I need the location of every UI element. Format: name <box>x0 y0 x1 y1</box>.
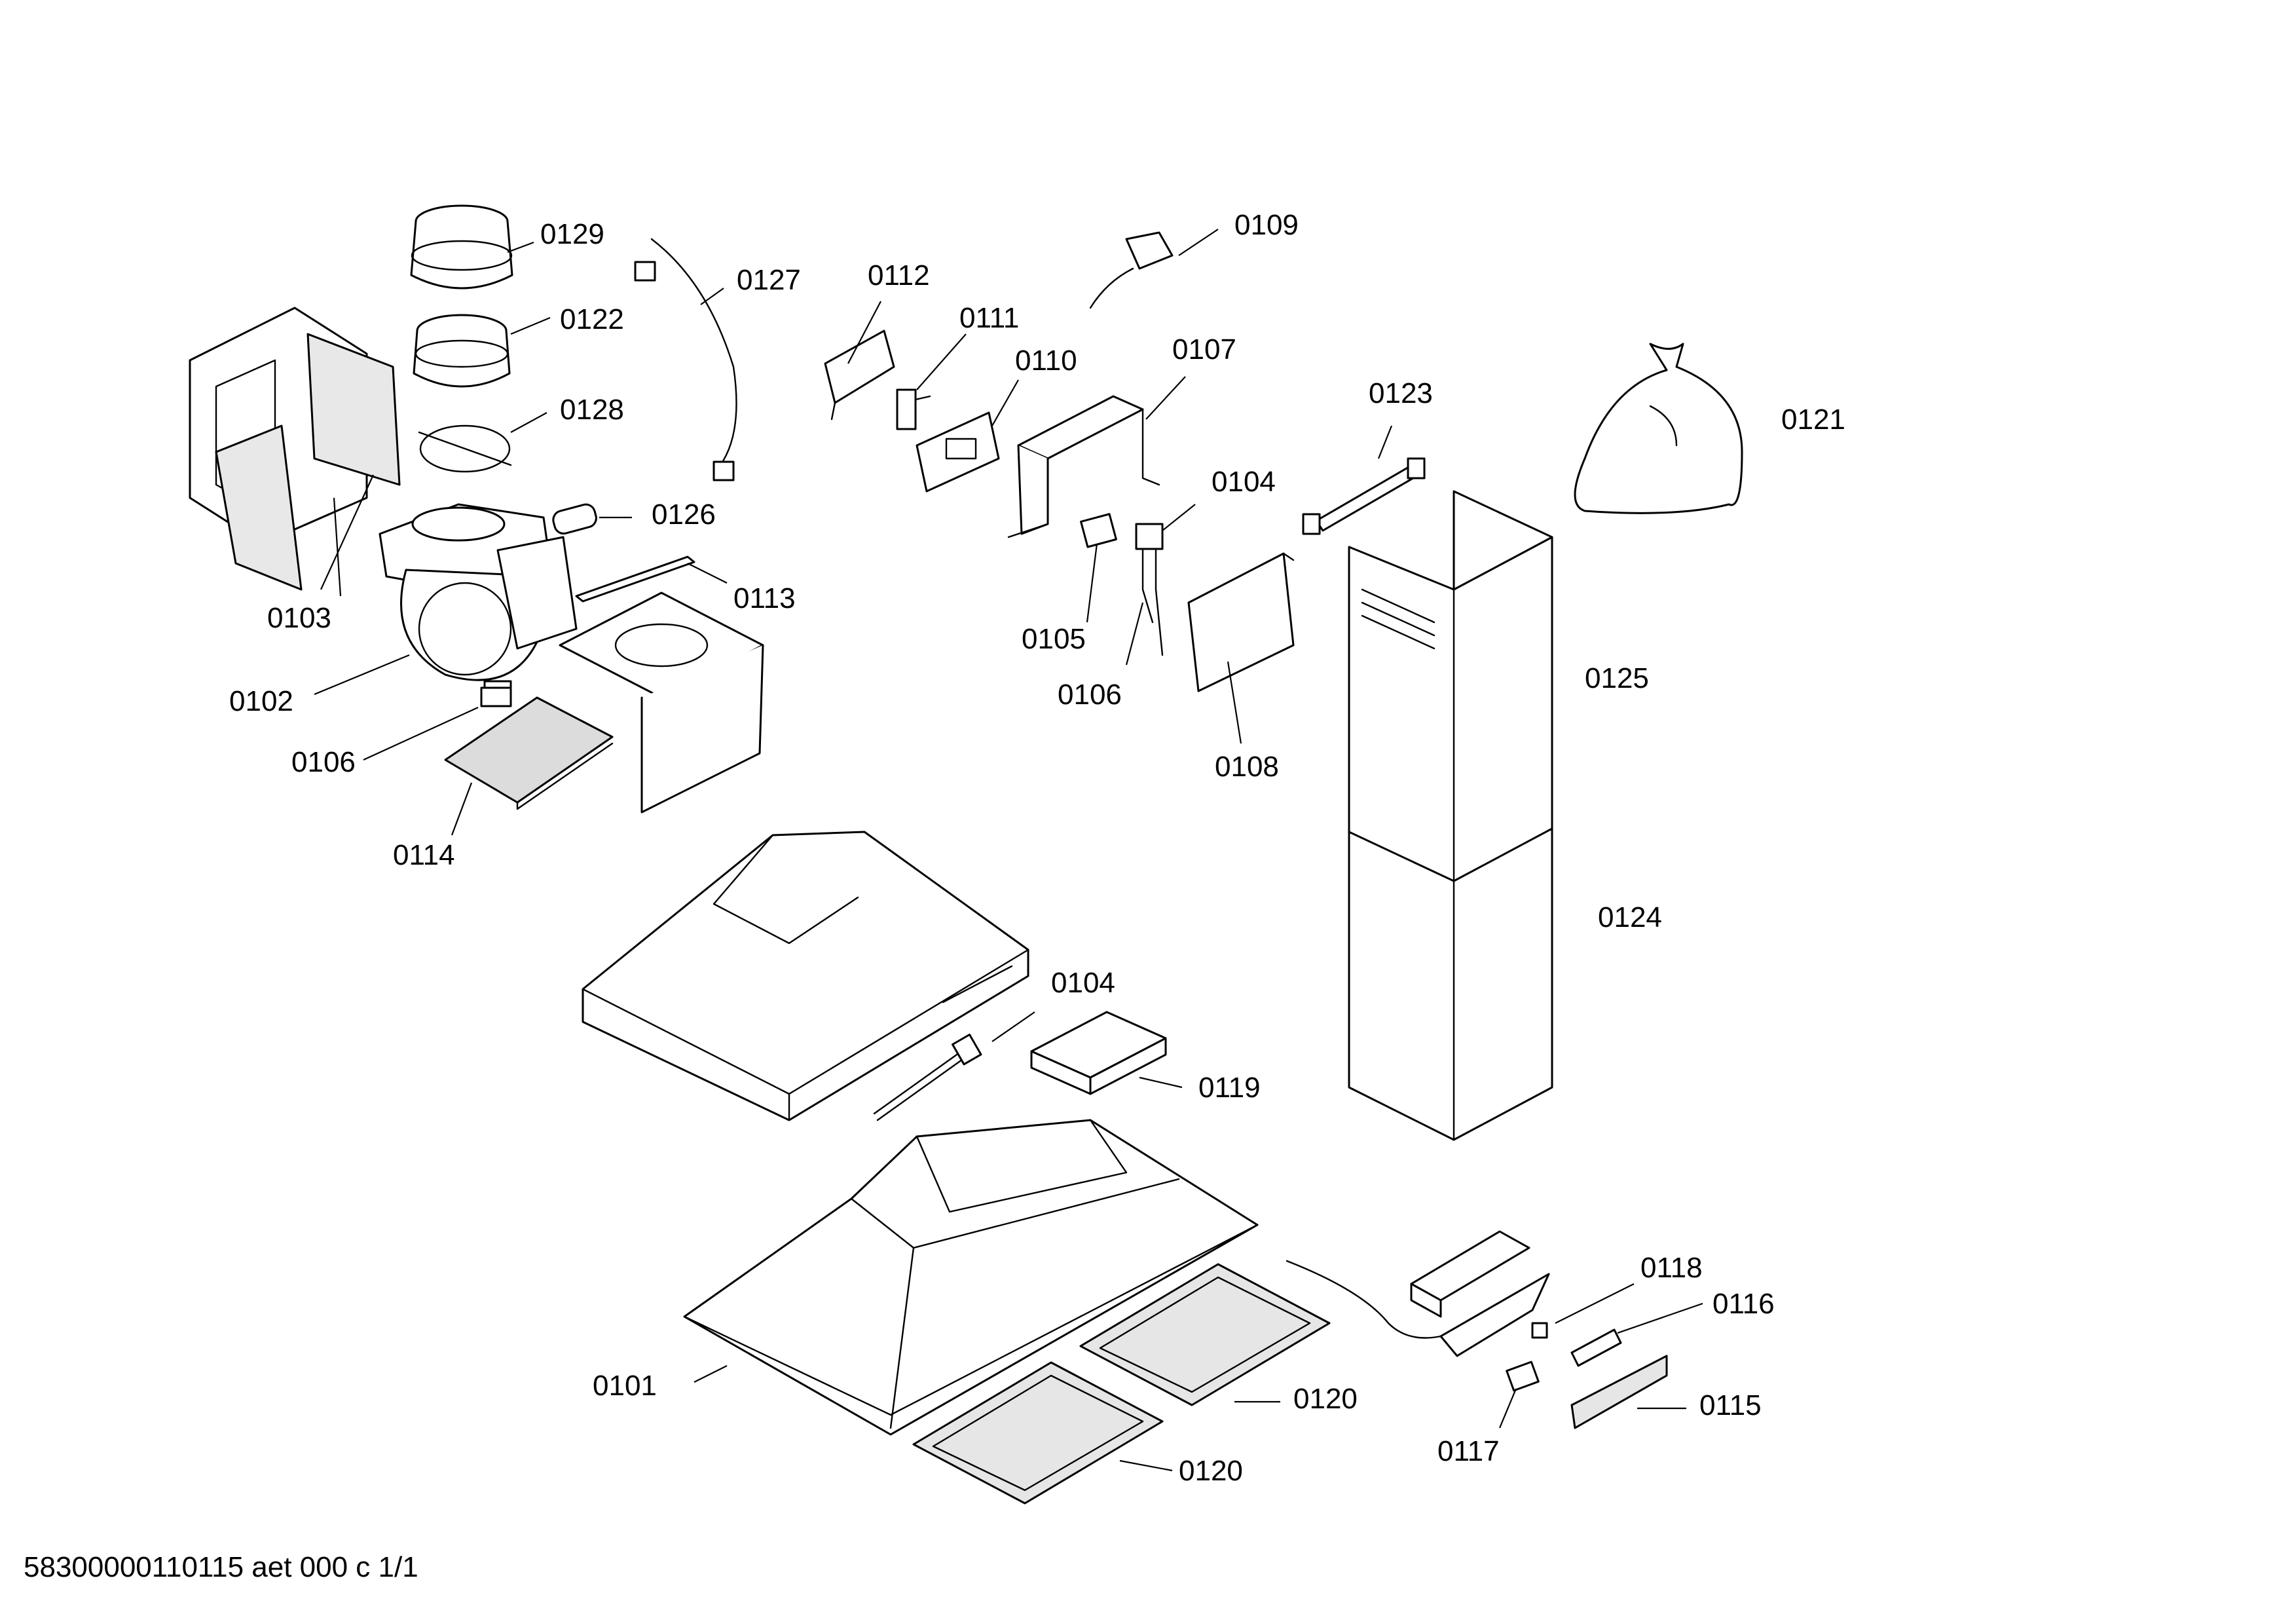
label-0107: 0107 <box>1172 333 1236 366</box>
part-0124-lower-chimney <box>1348 827 1553 1141</box>
part-0120-grease-filter-b <box>912 1361 1164 1505</box>
label-0119: 0119 <box>1198 1072 1261 1104</box>
part-0106-clip <box>480 686 512 707</box>
part-0109-power-cord <box>1089 231 1174 309</box>
label-0113: 0113 <box>733 582 796 614</box>
part-0116-lamp-tube <box>1570 1328 1622 1367</box>
label-0129: 0129 <box>540 218 604 250</box>
part-0117-lamp-socket <box>1506 1361 1540 1392</box>
part-0115-lamp-cover <box>1570 1355 1668 1429</box>
label-0104: 0104 <box>1212 466 1276 498</box>
label-0110: 0110 <box>1015 345 1077 377</box>
part-0104-connector <box>1135 523 1164 656</box>
part-0125-upper-chimney <box>1348 490 1553 905</box>
label-0117: 0117 <box>1437 1435 1500 1467</box>
leader-lines <box>314 229 1703 1472</box>
part-0126-capacitor <box>552 503 597 535</box>
part-0108-cover <box>1187 552 1295 692</box>
part-0119-switch-module <box>1030 1011 1167 1095</box>
label-0106: 0106 <box>1058 679 1122 711</box>
part-0114-grease-filter <box>444 696 614 810</box>
part-0101-hood-base <box>683 1119 1259 1436</box>
part-0102-blower-motor <box>379 503 578 699</box>
label-0106: 0106 <box>291 746 356 778</box>
label-0115: 0115 <box>1699 1389 1762 1421</box>
label-0108: 0108 <box>1215 751 1279 783</box>
part-0122-duct-ring <box>413 314 511 388</box>
label-0112: 0112 <box>868 259 930 291</box>
label-0109: 0109 <box>1234 209 1299 241</box>
part-0123-chimney-bracket <box>1302 457 1426 535</box>
part-0105-terminal <box>1080 513 1117 548</box>
drawing-reference-number: 58300000110115 aet 000 c 1/1 <box>24 1551 418 1583</box>
part-0127-wire-harness <box>634 238 737 481</box>
label-0104: 0104 <box>1051 967 1115 999</box>
part-lamp-housing <box>1286 1230 1550 1357</box>
label-0118: 0118 <box>1640 1252 1703 1284</box>
part-0110-control-board <box>916 411 1000 493</box>
label-0114: 0114 <box>393 839 455 871</box>
label-0121: 0121 <box>1781 404 1845 436</box>
part-0128-clamp-ring <box>418 424 512 473</box>
label-0120: 0120 <box>1179 1455 1243 1487</box>
label-0126: 0126 <box>652 498 716 531</box>
part-0121-parts-bag <box>1574 343 1743 514</box>
part-0107-mounting-bracket <box>1007 395 1160 538</box>
label-0125: 0125 <box>1585 662 1649 694</box>
label-0124: 0124 <box>1598 901 1662 933</box>
part-0118-lamp-holder <box>1531 1322 1548 1339</box>
label-0103: 0103 <box>267 602 331 634</box>
label-0127: 0127 <box>737 264 801 296</box>
part-0103-filter-frame <box>189 307 401 591</box>
label-0111: 0111 <box>959 302 1019 334</box>
label-0102: 0102 <box>229 685 293 717</box>
label-0116: 0116 <box>1713 1288 1775 1320</box>
part-0113-strip <box>575 555 695 603</box>
label-0122: 0122 <box>560 303 624 335</box>
part-0111-switch <box>896 388 931 430</box>
part-0104-ribbon-cable <box>873 1034 982 1121</box>
part-0120-grease-filter-a <box>1079 1263 1331 1406</box>
label-0128: 0128 <box>560 394 624 426</box>
label-0123: 0123 <box>1369 377 1433 409</box>
label-0105: 0105 <box>1022 623 1086 655</box>
part-hood-canopy <box>582 831 1029 1121</box>
label-0101: 0101 <box>593 1370 657 1402</box>
label-0120: 0120 <box>1293 1383 1358 1415</box>
part-motor-bracket <box>559 591 764 814</box>
part-0129-duct-adapter <box>410 204 513 290</box>
callout-labels: 0129 0127 0122 0128 0126 0103 0113 0102 … <box>229 209 1845 1487</box>
part-0112-switch-plate <box>824 329 895 421</box>
